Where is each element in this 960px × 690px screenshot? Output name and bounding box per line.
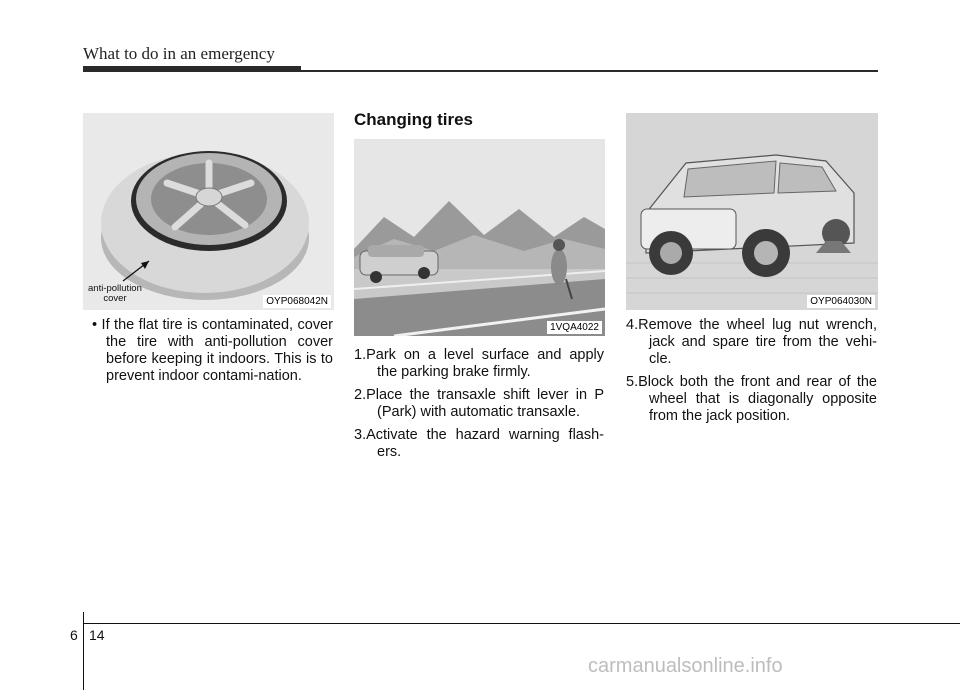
footer-divider-horizontal — [83, 623, 960, 624]
car-jack-figure: OYP064030N — [626, 113, 878, 310]
page-number: 14 — [89, 627, 105, 643]
step-item: 3.Activate the hazard warning flash-ers. — [354, 427, 604, 460]
page-header-title: What to do in an emergency — [83, 44, 275, 63]
watermark: carmanualsonline.info — [588, 655, 783, 677]
footer-divider-vertical — [83, 612, 84, 690]
roadside-figure: 1VQA4022 — [354, 139, 605, 336]
spare-tire-figure: OYP068042N — [83, 113, 334, 310]
figure-code: OYP064030N — [807, 295, 875, 308]
roadside-illustration — [354, 139, 605, 336]
bullet-text: If the flat tire is contaminated, cover … — [101, 317, 334, 384]
steps-column-2: 1.Park on a level surface and apply the … — [354, 347, 604, 467]
chapter-number: 6 — [70, 627, 78, 643]
car-jack-illustration — [626, 113, 878, 310]
header-rule — [301, 70, 878, 72]
step-item: 5.Block both the front and rear of the w… — [626, 374, 877, 424]
bullet-marker: • — [92, 317, 102, 333]
section-title: Changing tires — [354, 110, 474, 129]
figure-code: OYP068042N — [263, 295, 331, 308]
steps-column-3: 4.Remove the wheel lug nut wrench, jack … — [626, 317, 877, 431]
header-bar — [83, 66, 301, 72]
spare-tire-illustration — [101, 151, 309, 300]
figure-code: 1VQA4022 — [547, 321, 602, 334]
callout-label: anti-pollution cover — [88, 283, 142, 304]
step-item: 4.Remove the wheel lug nut wrench, jack … — [626, 317, 877, 367]
step-item: 2.Place the transaxle shift lever in P (… — [354, 387, 604, 420]
step-item: 1.Park on a level surface and apply the … — [354, 347, 604, 380]
bullet-paragraph: • If the flat tire is contaminated, cove… — [83, 317, 333, 385]
